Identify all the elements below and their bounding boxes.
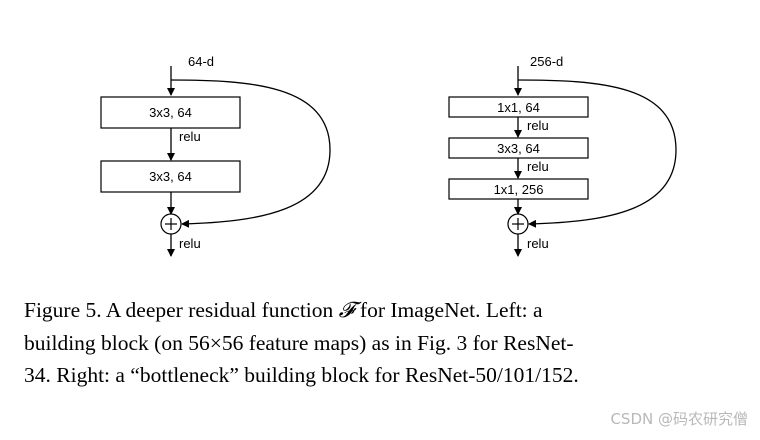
figure-diagram: 64-d 3x3, 64 relu 3x3, 64 relu 256-d 1x1… bbox=[100, 54, 677, 257]
right-bottleneck-block: 256-d 1x1, 64 relu 3x3, 64 relu 1x1, 256… bbox=[448, 54, 677, 257]
caption-line-1-end: for ImageNet. Left: a bbox=[354, 298, 543, 322]
right-relu2-label: relu bbox=[527, 159, 549, 174]
right-relu-out-label: relu bbox=[527, 236, 549, 251]
left-layer2-box: 3x3, 64 bbox=[100, 160, 241, 193]
left-skip-connection bbox=[170, 79, 331, 228]
left-relu1-label: relu bbox=[179, 129, 201, 144]
left-building-block: 64-d 3x3, 64 relu 3x3, 64 relu bbox=[100, 54, 331, 257]
right-relu1-label: relu bbox=[527, 118, 549, 133]
residual-function-symbol: 𝓕 bbox=[338, 298, 355, 323]
right-skip-connection bbox=[517, 79, 677, 228]
right-layer3-box: 1x1, 256 bbox=[448, 178, 589, 200]
left-layer2-label: 3x3, 64 bbox=[149, 169, 192, 184]
right-layer1-box: 1x1, 64 bbox=[448, 96, 589, 118]
right-layer3-label: 1x1, 256 bbox=[494, 182, 544, 197]
left-layer1-box: 3x3, 64 bbox=[100, 96, 241, 129]
residual-block-figure: 64-d 3x3, 64 relu 3x3, 64 relu 256-d 1x1… bbox=[100, 54, 677, 257]
right-add-icon bbox=[507, 213, 529, 235]
left-layer1-label: 3x3, 64 bbox=[149, 105, 192, 120]
right-input-dim-label: 256-d bbox=[530, 54, 563, 69]
left-add-icon bbox=[160, 213, 182, 235]
csdn-watermark: CSDN @码农研究僧 bbox=[610, 410, 748, 428]
right-layer2-box: 3x3, 64 bbox=[448, 137, 589, 159]
caption-line-1-start: Figure 5. A deeper residual function bbox=[24, 298, 339, 322]
right-layer1-label: 1x1, 64 bbox=[497, 100, 540, 115]
right-layer2-label: 3x3, 64 bbox=[497, 141, 540, 156]
left-relu-out-label: relu bbox=[179, 236, 201, 251]
figure-caption: Figure 5. A deeper residual function 𝓕 f… bbox=[24, 294, 724, 391]
caption-line-3: 34. Right: a “bottleneck” building block… bbox=[24, 363, 579, 387]
left-input-dim-label: 64-d bbox=[188, 54, 214, 69]
caption-line-1: Figure 5. A deeper residual function 𝓕 f… bbox=[24, 294, 724, 327]
caption-line-2: building block (on 56×56 feature maps) a… bbox=[24, 331, 574, 355]
